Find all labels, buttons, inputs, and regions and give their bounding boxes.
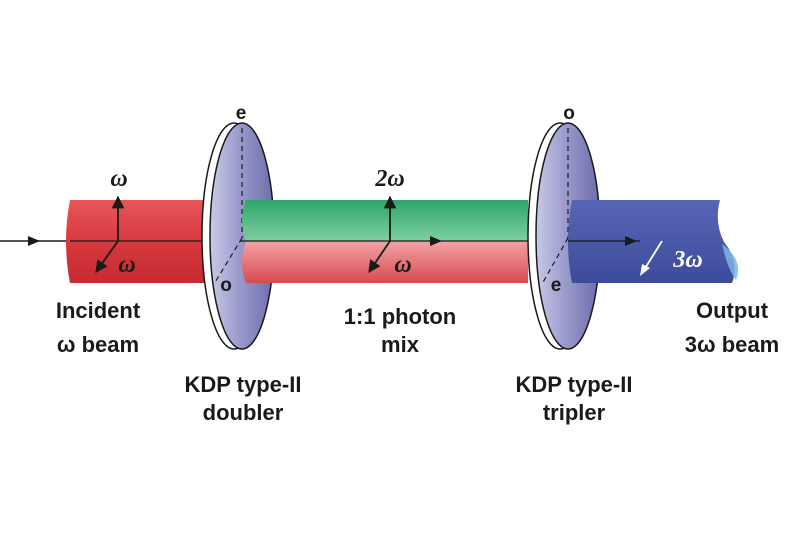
output-beam (568, 200, 739, 283)
output-label: 3ω (672, 247, 702, 273)
mix-polarization-arrows (368, 195, 397, 274)
incident-caption-line1: Incident (56, 298, 141, 323)
incident-polarization-arrows (95, 195, 125, 274)
doubler-axis-top-label: e (236, 103, 247, 124)
doubler-axis-bottom-label: o (220, 275, 232, 296)
mixed-beam (240, 200, 528, 283)
tripler-axis-top-label: o (563, 103, 575, 124)
mix-vertical-label: 2ω (374, 166, 404, 192)
mix-horizontal-label: ω (394, 252, 411, 278)
output-caption-line1: Output (696, 298, 769, 323)
mix-caption-line1: 1:1 photon (344, 304, 456, 329)
incident-horizontal-label: ω (118, 252, 135, 278)
kdp-doubler-crystal (201, 122, 275, 350)
tripler-caption-line1: KDP type-II (516, 372, 633, 397)
output-caption-line2: 3ω beam (685, 332, 779, 357)
incident-caption-line2: ω beam (57, 332, 139, 357)
doubler-caption-line1: KDP type-II (185, 372, 302, 397)
doubler-caption-line2: doubler (203, 400, 284, 425)
output-polarization-arrowhead (640, 264, 650, 276)
incident-vertical-label: ω (110, 166, 127, 192)
tripler-axis-bottom-label: e (551, 275, 562, 296)
kdp-tripler-crystal (527, 122, 601, 350)
incoming-ray-arrowhead (28, 236, 40, 246)
tripler-caption-line2: tripler (543, 400, 606, 425)
mix-caption-line2: mix (381, 332, 420, 357)
output-polarization-arrow (643, 240, 663, 271)
